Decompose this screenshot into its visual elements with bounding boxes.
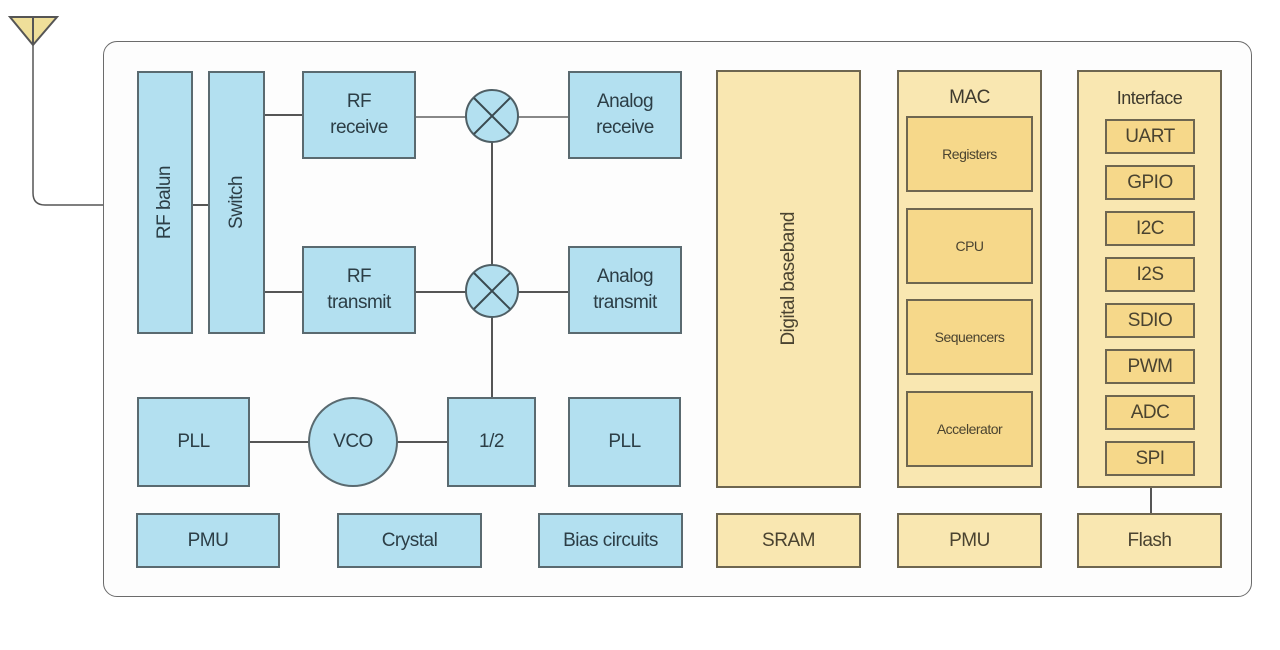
switch-label: Switch [225,176,247,229]
interface-item-label: PWM [1127,355,1173,377]
interface-item-label: I2C [1135,217,1165,239]
wire-mixers-vertical [491,142,493,398]
analog-transmit-label: Analog transmit [593,266,657,313]
interface-item-uart: UART [1105,119,1195,154]
wire-vco-divider [396,441,448,443]
interface-item-label: GPIO [1127,171,1173,193]
interface-item-label: UART [1125,125,1175,147]
rf-receive-label: RF receive [330,91,388,138]
crystal-label: Crystal [381,529,438,551]
analog-transmit-block: Analog transmit [568,246,682,334]
crystal-block: Crystal [337,513,482,568]
rf-balun-label: RF balun [154,165,175,240]
interface-item-pwm: PWM [1105,349,1195,384]
switch-block: Switch [208,71,265,334]
mac-title: MAC [949,87,990,108]
flash-label: Flash [1127,529,1172,551]
wire-mixer-analogtransmit [518,291,570,293]
wire-balun-switch [192,204,210,206]
pmu-analog-block: PMU [136,513,280,568]
rf-receive-block: RF receive [302,71,416,159]
pll-left-label: PLL [177,431,210,452]
mac-item-label: Registers [942,146,997,162]
bias-circuits-label: Bias circuits [563,529,658,551]
digital-baseband-label: Digital baseband [777,212,799,346]
wire-spi-flash [1150,474,1152,514]
interface-item-spi: SPI [1105,441,1195,476]
interface-item-gpio: GPIO [1105,165,1195,200]
mac-item-label: Accelerator [936,421,1003,437]
wire-rfreceive-mixer [415,116,467,118]
sram-label: SRAM [762,529,815,551]
flash-block: Flash [1077,513,1222,568]
analog-receive-label: Analog receive [596,91,654,138]
pmu-digital-label: PMU [949,529,990,551]
mac-item-cpu: CPU [906,208,1033,284]
sram-block: SRAM [716,513,861,568]
analog-receive-block: Analog receive [568,71,682,159]
interface-item-i2c: I2C [1105,211,1195,246]
vco-block: VCO [308,397,398,487]
pmu-digital-block: PMU [897,513,1042,568]
rf-transmit-block: RF transmit [302,246,416,334]
pll-right-label: PLL [608,431,641,452]
interface-item-i2s: I2S [1105,257,1195,292]
interface-item-label: SDIO [1127,309,1173,331]
interface-item-adc: ADC [1105,395,1195,430]
vco-label: VCO [333,431,373,452]
bias-circuits-block: Bias circuits [538,513,683,568]
divider-block: 1/2 [447,397,536,487]
wire-switch-rftransmit [264,291,304,293]
wire-rftransmit-mixer [415,291,467,293]
wire-mixer-analogreceive [518,116,570,118]
interface-item-label: SPI [1135,447,1165,469]
rf-transmit-label: RF transmit [327,266,391,313]
antenna-icon [7,16,60,47]
pll-left-block: PLL [137,397,250,487]
pll-right-block: PLL [568,397,681,487]
digital-baseband-block: Digital baseband [716,70,861,488]
rf-balun-block: RF balun [137,71,193,334]
wire-pll-vco [249,441,309,443]
mac-item-sequencers: Sequencers [906,299,1033,375]
wire-switch-rfreceive [264,114,304,116]
mac-item-accelerator: Accelerator [906,391,1033,467]
mac-item-registers: Registers [906,116,1033,192]
pmu-analog-label: PMU [187,529,229,551]
divider-label: 1/2 [479,431,504,452]
mac-item-label: Sequencers [934,329,1005,345]
interface-title: Interface [1116,88,1183,108]
interface-item-label: I2S [1136,263,1164,285]
interface-item-sdio: SDIO [1105,303,1195,338]
mac-item-label: CPU [955,238,984,254]
interface-item-label: ADC [1130,401,1170,423]
